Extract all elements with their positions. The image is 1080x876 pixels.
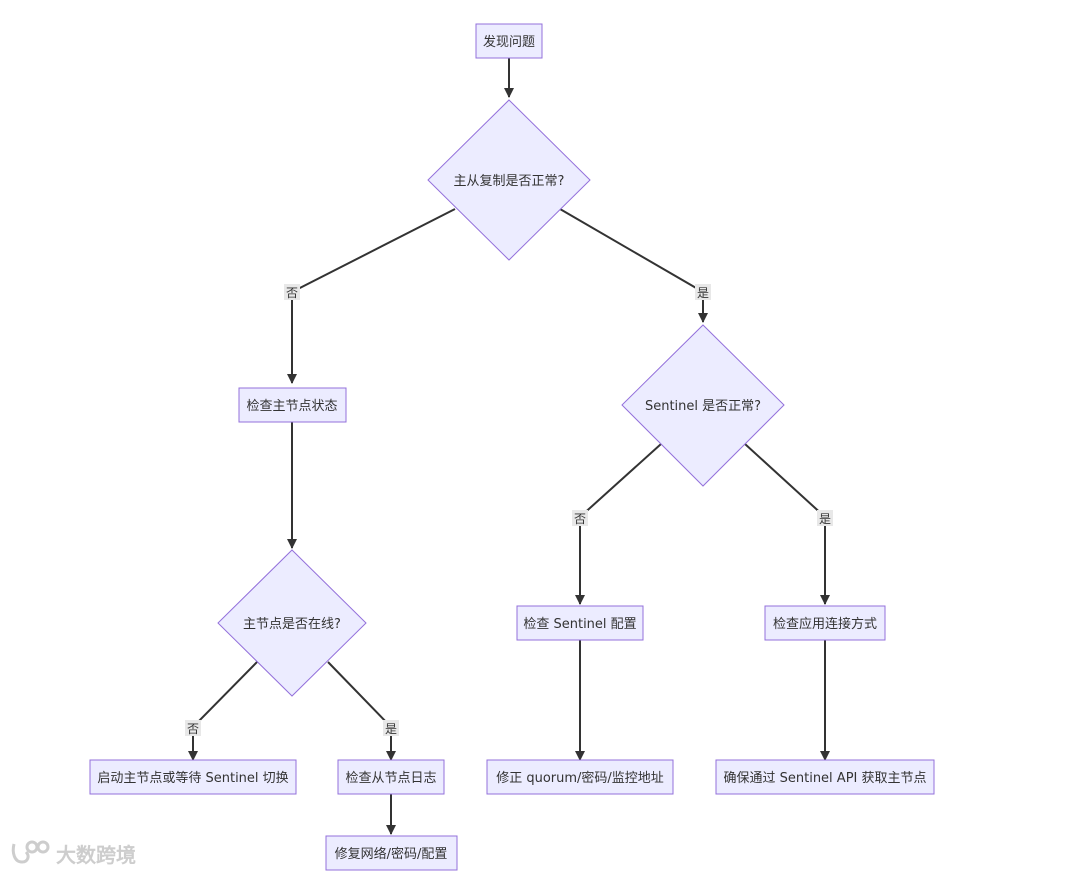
decision-master-online: 主节点是否在线? bbox=[217, 549, 367, 697]
node-label: 检查从节点日志 bbox=[345, 771, 436, 786]
node-label: 发现问题 bbox=[483, 34, 535, 50]
edge-replication-no bbox=[287, 208, 456, 384]
edge-label-text: 否 bbox=[574, 512, 586, 526]
node-ensure-api: 确保通过 Sentinel API 获取主节点 bbox=[715, 759, 935, 795]
node-start-master: 启动主节点或等待 Sentinel 切换 bbox=[89, 759, 297, 795]
edge-online-no bbox=[188, 661, 258, 761]
node-label: 检查主节点状态 bbox=[246, 399, 337, 414]
node-label: 修复网络/密码/配置 bbox=[335, 846, 448, 862]
edge-label-text: 是 bbox=[385, 722, 397, 736]
edge-label-replication-yes: 是 bbox=[695, 284, 711, 300]
edge-sentinel-yes bbox=[744, 443, 830, 605]
watermark-text: 大数跨境 bbox=[56, 842, 136, 867]
edge-label-online-no: 否 bbox=[185, 720, 201, 736]
node-label: 修正 quorum/密码/监控地址 bbox=[496, 770, 664, 786]
node-fix-quorum: 修正 quorum/密码/监控地址 bbox=[486, 759, 674, 795]
node-label: 主从复制是否正常? bbox=[454, 174, 565, 189]
edge-label-text: 是 bbox=[697, 286, 709, 300]
watermark: 大数跨境 bbox=[10, 838, 136, 868]
node-label: 主节点是否在线? bbox=[243, 617, 341, 632]
edge-label-replication-no: 否 bbox=[284, 284, 300, 300]
watermark-logo-icon bbox=[11, 840, 50, 864]
edge-label-text: 是 bbox=[819, 512, 831, 526]
edge-label-sentinel-yes: 是 bbox=[817, 510, 833, 526]
decision-replication: 主从复制是否正常? bbox=[427, 99, 591, 261]
edge-label-online-yes: 是 bbox=[383, 720, 399, 736]
node-check-slave-log: 检查从节点日志 bbox=[337, 759, 445, 795]
node-check-sentinel-cfg: 检查 Sentinel 配置 bbox=[516, 605, 644, 641]
node-label: 确保通过 Sentinel API 获取主节点 bbox=[723, 771, 926, 786]
node-label: 检查 Sentinel 配置 bbox=[523, 617, 636, 632]
node-start: 发现问题 bbox=[475, 23, 543, 59]
edge-label-text: 否 bbox=[187, 722, 199, 736]
edge-label-text: 否 bbox=[286, 286, 298, 300]
node-label: Sentinel 是否正常? bbox=[645, 399, 761, 414]
edge-label-sentinel-no: 否 bbox=[572, 510, 588, 526]
edge-online-yes bbox=[327, 661, 396, 761]
edge-sentinel-no bbox=[575, 443, 662, 605]
node-check-app-conn: 检查应用连接方式 bbox=[764, 605, 886, 641]
node-label: 检查应用连接方式 bbox=[773, 616, 877, 632]
edge-labels: 否 是 否 是 否 是 bbox=[185, 284, 833, 736]
node-fix-network: 修复网络/密码/配置 bbox=[325, 835, 458, 871]
node-check-master: 检查主节点状态 bbox=[238, 387, 347, 423]
edge-replication-yes bbox=[559, 208, 708, 323]
decision-sentinel: Sentinel 是否正常? bbox=[621, 324, 785, 487]
node-label: 启动主节点或等待 Sentinel 切换 bbox=[97, 770, 288, 786]
